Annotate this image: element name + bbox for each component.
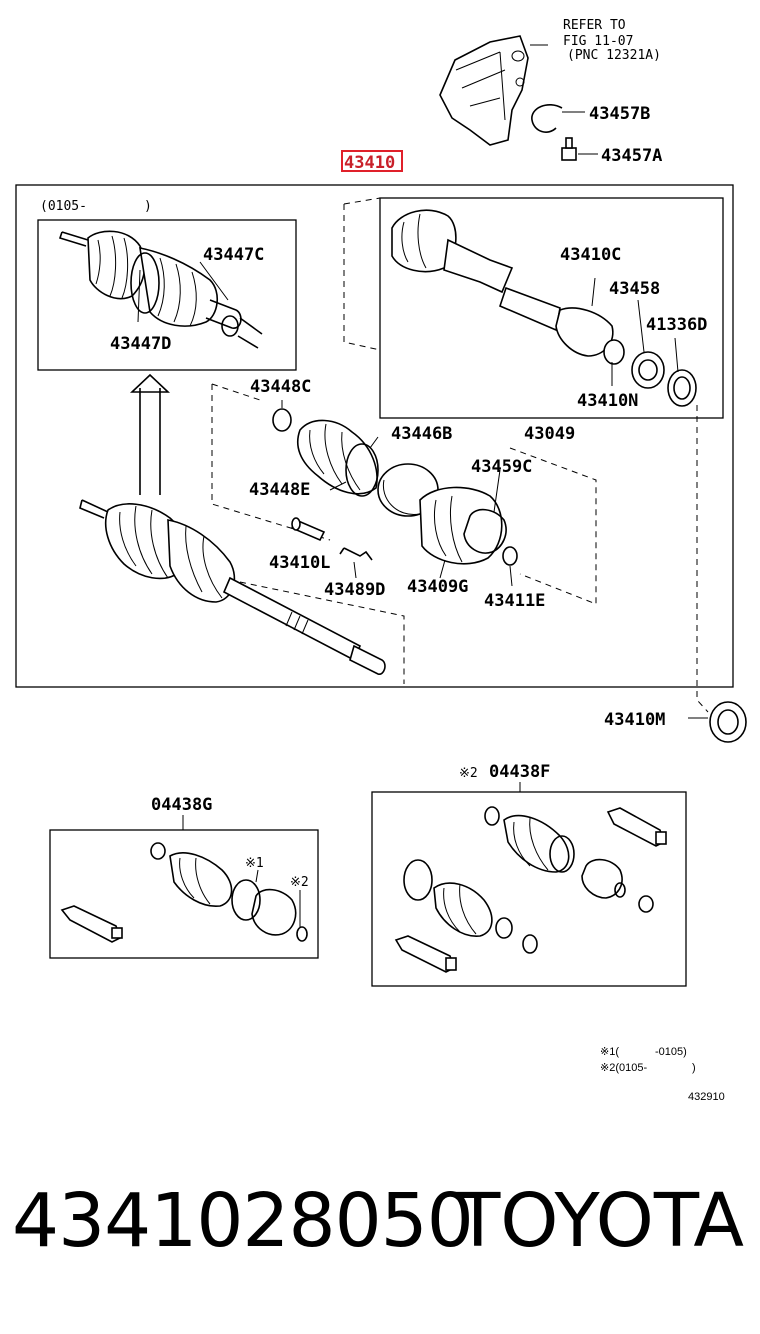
kit-04438F[interactable]: ※2 04438F bbox=[371, 762, 687, 987]
part-43410M[interactable]: 43410M bbox=[604, 701, 747, 743]
label-43447C: 43447C bbox=[203, 245, 264, 265]
parts-diagram: REFER TO FIG 11-07 (PNC 12321A) 43457B 4… bbox=[15, 18, 747, 1103]
label-43459C: 43459C bbox=[471, 457, 532, 477]
label-43458: 43458 bbox=[609, 279, 660, 299]
part-43457B[interactable]: 43457B bbox=[531, 104, 651, 133]
label-43457B: 43457B bbox=[589, 104, 650, 124]
footnotes: ※1( -0105) ※2(0105- ) 432910 bbox=[600, 1046, 725, 1103]
label-43410: 43410 bbox=[344, 153, 395, 173]
part-footer: 4341028050 TOYOTA bbox=[0, 1178, 760, 1298]
label-41336D: 41336D bbox=[646, 315, 707, 335]
refer-line-3: (PNC 12321A) bbox=[567, 48, 661, 63]
kit-f-mark: ※2 bbox=[459, 766, 478, 781]
label-43409G: 43409G bbox=[407, 577, 468, 597]
label-43457A: 43457A bbox=[601, 146, 662, 166]
drive-shaft-assembly[interactable] bbox=[79, 499, 405, 684]
label-04438F: 04438F bbox=[489, 762, 550, 782]
note-2-open: ※2(0105- bbox=[600, 1062, 647, 1074]
label-43410N: 43410N bbox=[577, 391, 638, 411]
label-43411E: 43411E bbox=[484, 591, 545, 611]
date-range-close: ) bbox=[144, 199, 152, 214]
kit-g-mark-1: ※1 bbox=[245, 856, 264, 871]
kit-g-mark-2: ※2 bbox=[290, 875, 309, 890]
note-1-close: -0105) bbox=[655, 1046, 687, 1058]
label-43448C: 43448C bbox=[250, 377, 311, 397]
leader-43410M bbox=[696, 405, 709, 713]
main-assembly-box bbox=[15, 184, 734, 688]
note-1-open: ※1( bbox=[600, 1046, 619, 1058]
label-43410M: 43410M bbox=[604, 710, 665, 730]
label-43410L: 43410L bbox=[269, 553, 330, 573]
label-43489D: 43489D bbox=[324, 580, 385, 600]
transmission-case-reference: REFER TO FIG 11-07 (PNC 12321A) bbox=[439, 18, 661, 146]
label-04438G: 04438G bbox=[151, 795, 212, 815]
part-43457A[interactable]: 43457A bbox=[561, 137, 662, 166]
main-part-callout[interactable]: 43410 bbox=[341, 150, 403, 173]
refer-line-2: FIG 11-07 bbox=[563, 34, 633, 49]
brand-name: TOYOTA bbox=[455, 1178, 744, 1264]
note-2-close: ) bbox=[692, 1062, 696, 1074]
inset-outboard-joint: 43447C 43447D bbox=[37, 219, 297, 371]
label-43447D: 43447D bbox=[110, 334, 171, 354]
inset-inboard-joint: 43410C 43458 41336D 43410N bbox=[343, 197, 724, 419]
inset-arrow bbox=[129, 373, 171, 495]
figure-id: 432910 bbox=[688, 1091, 725, 1103]
kit-04438G[interactable]: 04438G ※1 ※2 bbox=[49, 795, 319, 959]
label-43410C: 43410C bbox=[560, 245, 621, 265]
label-43049: 43049 bbox=[524, 424, 575, 444]
refer-line-1: REFER TO bbox=[563, 18, 626, 33]
part-number: 4341028050 bbox=[12, 1178, 474, 1264]
label-43448E: 43448E bbox=[249, 480, 310, 500]
exploded-boot-group: 43448C 43446B 43049 43459C 43448E 43410L… bbox=[211, 377, 597, 611]
date-range-open: (0105- bbox=[40, 199, 87, 214]
label-43446B: 43446B bbox=[391, 424, 452, 444]
